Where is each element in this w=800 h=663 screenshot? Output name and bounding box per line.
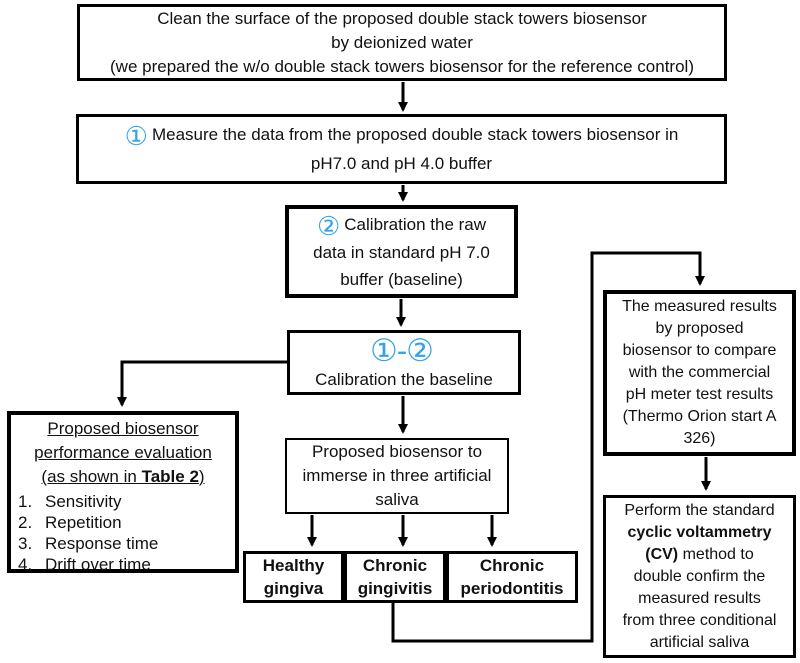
gingivitis-line1: Chronic — [362, 556, 428, 575]
connector-baseline-to-evaluation — [117, 360, 288, 407]
cv-line2: cyclic voltammetry — [627, 523, 772, 541]
cv-line3: (CV) method to — [645, 544, 754, 566]
step-clean-surface: Clean the surface of the proposed double… — [77, 4, 727, 81]
gingivitis-line2: gingivitis — [357, 579, 433, 598]
immerse-line2: immerse in three artificial — [302, 466, 492, 485]
healthy-line2: gingiva — [263, 579, 324, 598]
compare-line2: by proposed — [655, 320, 744, 337]
title3-pre: (as shown in — [41, 467, 142, 486]
periodontitis-line1: Chronic — [479, 556, 545, 575]
compare-line5: pH meter test results — [625, 386, 774, 403]
measure-line1-text: Measure the data from the proposed doubl… — [151, 125, 679, 144]
measure-line2: pH7.0 and pH 4.0 buffer — [310, 154, 493, 173]
evaluation-item-sensitivity: 1. Sensitivity — [18, 491, 235, 512]
item-num: 2. — [18, 513, 33, 532]
periodontitis-line2: periodontitis — [460, 579, 564, 598]
step-cyclic-voltammetry: Perform the standard cyclic voltammetry … — [603, 495, 796, 658]
step-immerse-saliva: Proposed biosensor to immerse in three a… — [285, 438, 509, 514]
circled-2-icon: ② — [316, 210, 340, 241]
saliva-box-healthy-gingiva: Healthy gingiva — [243, 551, 344, 603]
item-num: 4. — [18, 555, 33, 574]
title3-post: ) — [198, 467, 205, 486]
circled-1-icon: ① — [124, 121, 148, 151]
evaluation-title: Proposed biosensor performance evaluatio… — [11, 417, 235, 489]
clean-line3: (we prepared the w/o double stack towers… — [110, 56, 694, 76]
compare-line7: 326) — [683, 430, 716, 447]
evaluation-title-line3: (as shown in Table 2) — [41, 467, 204, 486]
step-calibrate-baseline: ①-② Calibration the baseline — [287, 330, 521, 395]
cv-line4: double confirm the — [633, 567, 766, 585]
immerse-line3: saliva — [375, 490, 419, 509]
item-num: 1. — [18, 492, 33, 511]
item-num: 3. — [18, 534, 33, 553]
item-label: Sensitivity — [45, 492, 122, 511]
evaluation-title-line1: Proposed biosensor — [47, 419, 199, 438]
calibrate-raw-line3: buffer (baseline) — [340, 269, 463, 289]
calibrate-raw-line2: data in standard pH 7.0 — [313, 242, 490, 262]
item-label: Repetition — [45, 513, 122, 532]
evaluation-title-line2: performance evaluation — [34, 443, 212, 462]
circled-1-minus-2-icon: ①-② — [370, 332, 434, 368]
evaluation-items: 1. Sensitivity 2. Repetition 3. Response ti… — [11, 491, 235, 575]
evaluation-list-box: Proposed biosensor performance evaluatio… — [7, 411, 239, 575]
compare-line1: The measured results — [622, 298, 777, 315]
step-compare-ph-meter: The measured results by proposed biosens… — [603, 290, 796, 456]
cv-line1: Perform the standard — [624, 501, 775, 519]
calibrate-baseline-label: Calibration the baseline — [315, 369, 493, 389]
compare-line4: with the commercial — [628, 364, 771, 381]
cv-line5: measured results — [638, 589, 761, 607]
cv-line3-rest: method to — [678, 545, 754, 563]
healthy-line1: Healthy — [262, 556, 325, 575]
item-label: Drift over time — [45, 555, 151, 574]
evaluation-item-repetition: 2. Repetition — [18, 512, 235, 533]
cv-line6: from three conditional — [622, 611, 777, 629]
evaluation-item-drift: 4. Drift over time — [18, 554, 235, 575]
saliva-box-chronic-periodontitis: Chronic periodontitis — [446, 551, 578, 603]
item-label: Response time — [45, 534, 159, 553]
evaluation-item-response-time: 3. Response time — [18, 533, 235, 554]
calibrate-raw-line1-text: Calibration the raw — [344, 214, 487, 234]
compare-line6: (Thermo Orion start A — [622, 408, 777, 425]
clean-line2: by deionized water — [331, 32, 473, 52]
title3-table-ref: Table 2 — [141, 467, 199, 486]
immerse-line1: Proposed biosensor to — [311, 442, 483, 461]
cv-line7: artificial saliva — [649, 633, 750, 651]
saliva-box-chronic-gingivitis: Chronic gingivitis — [344, 551, 446, 603]
compare-line3: biosensor to compare — [622, 342, 777, 359]
cv-line3-bold: (CV) — [645, 545, 679, 563]
clean-line1: Clean the surface of the proposed double… — [157, 8, 647, 28]
